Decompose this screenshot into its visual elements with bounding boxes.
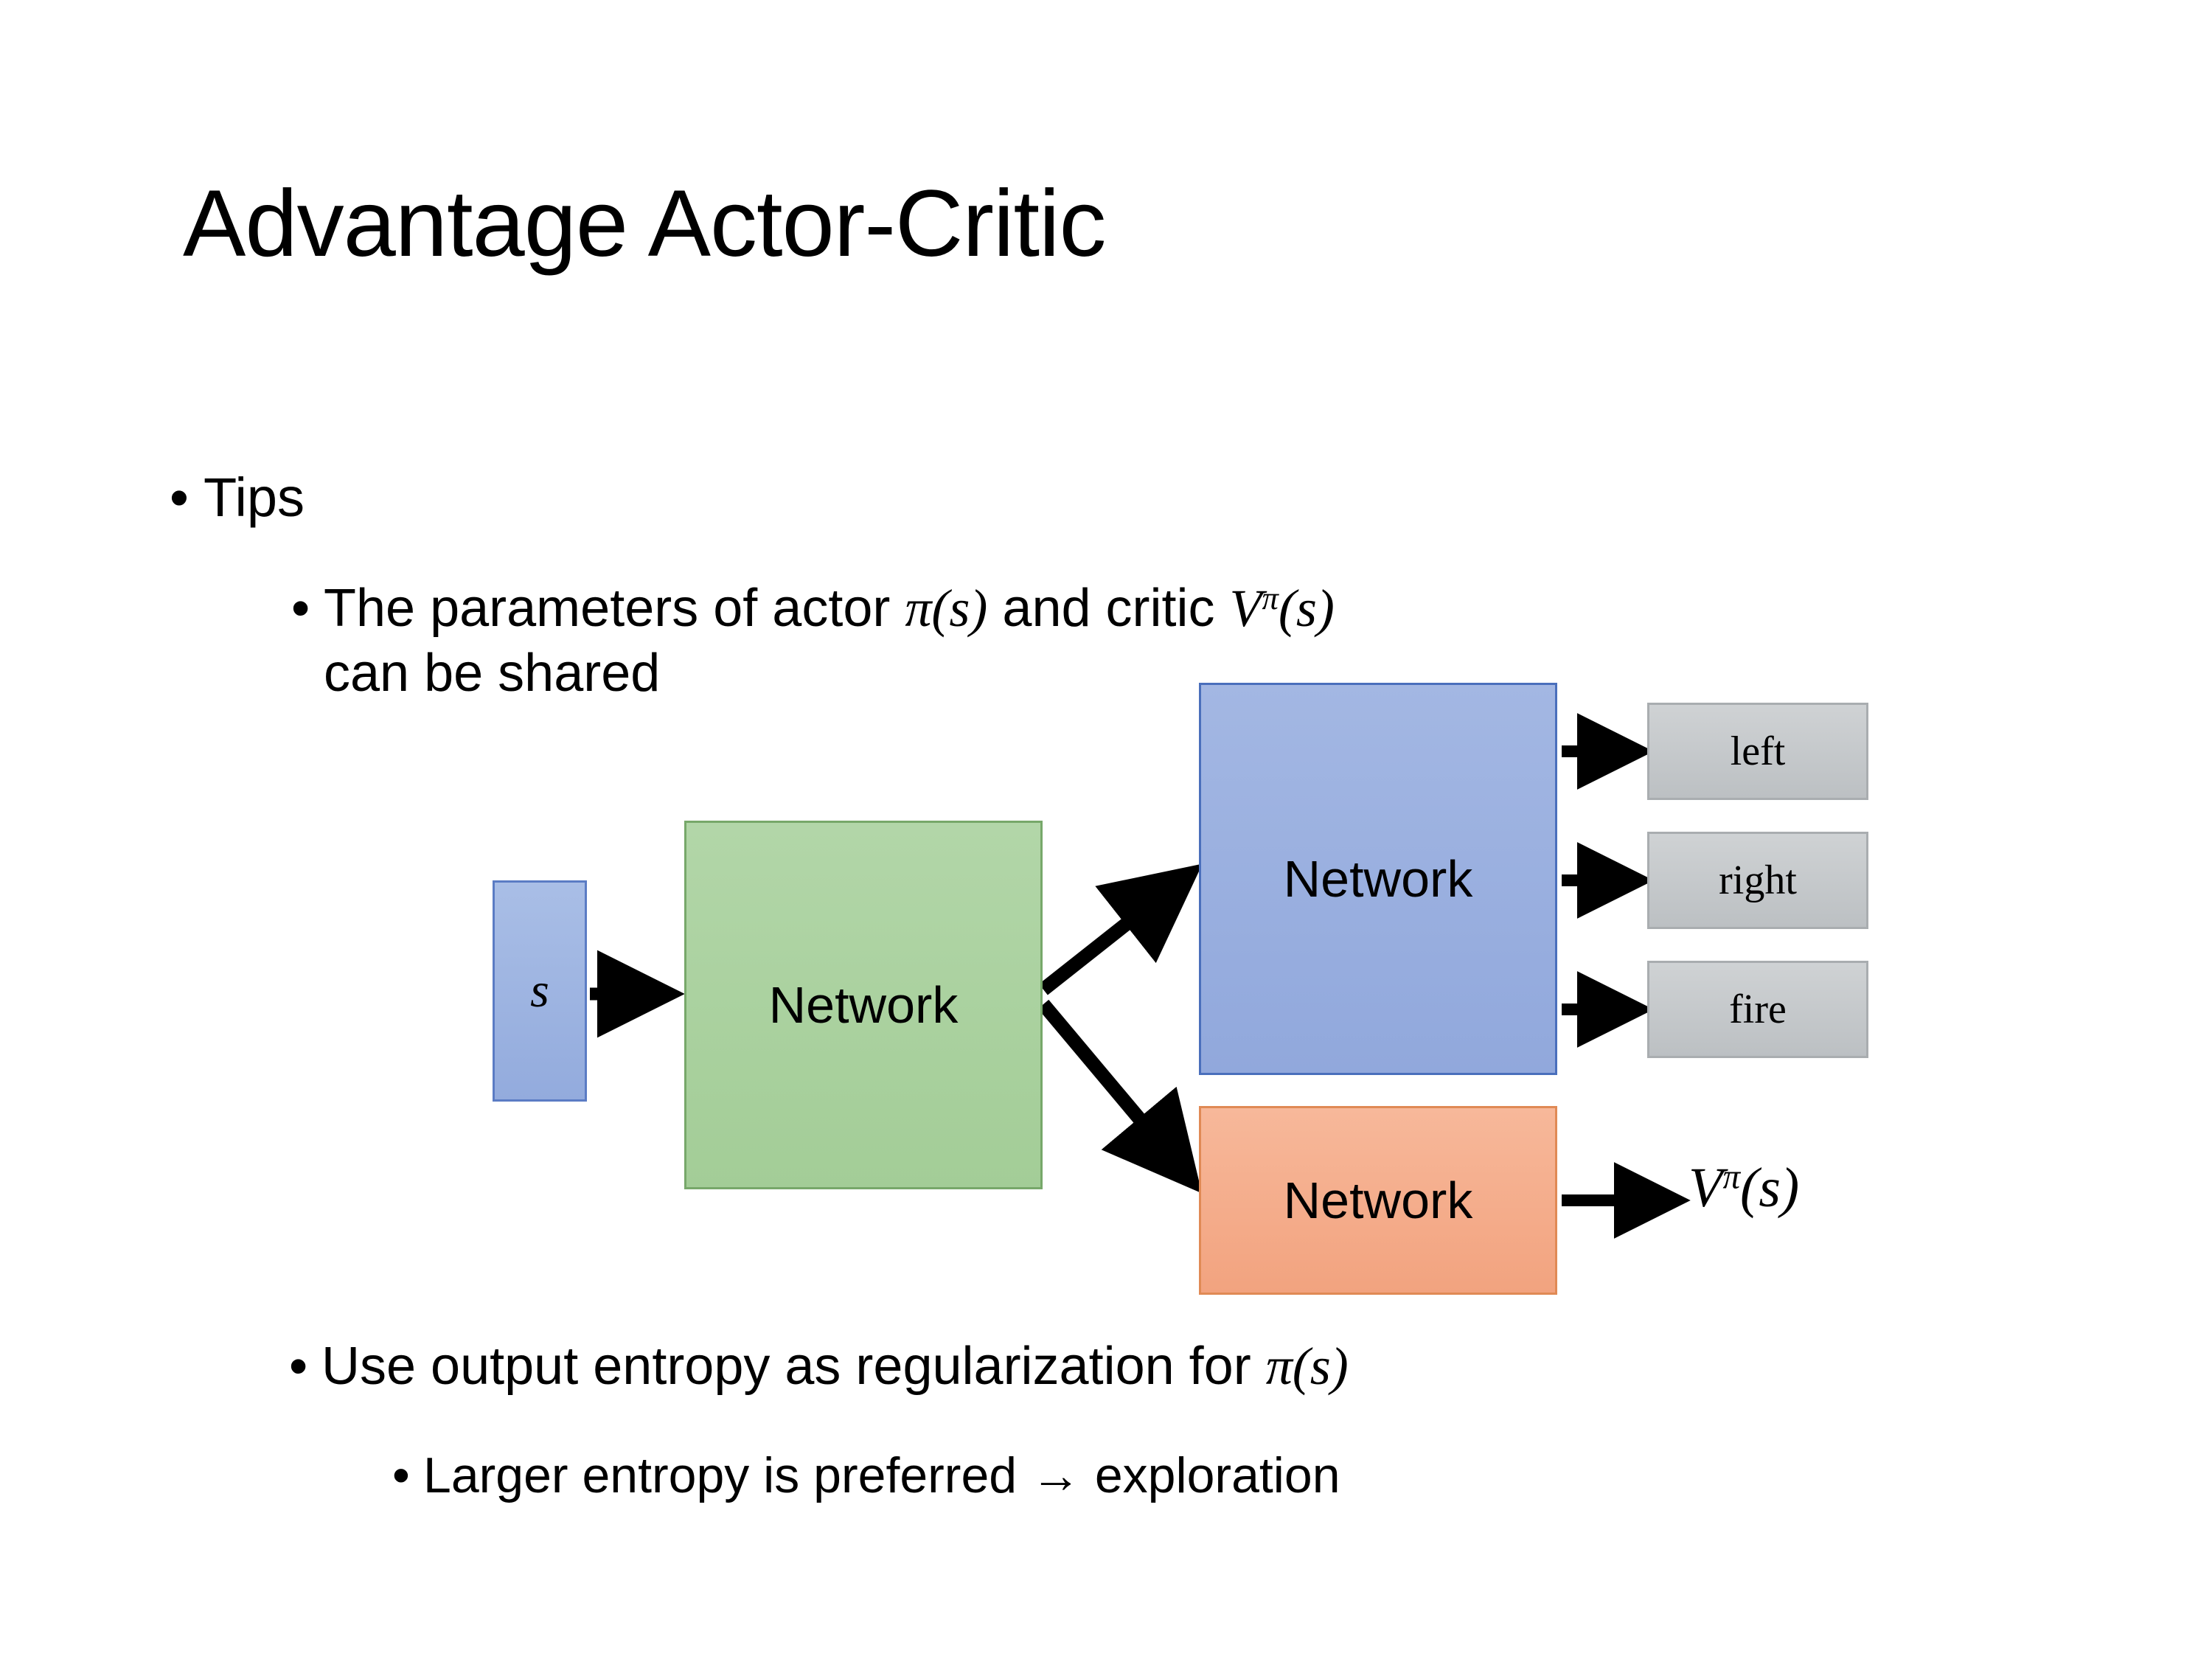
- page-title: Advantage Actor-Critic: [183, 171, 1106, 276]
- bullet-shared-parameters-text: The parameters of actor π(s) and critic …: [324, 577, 1335, 706]
- action-box-fire[interactable]: fire: [1647, 961, 1868, 1058]
- action-box-right[interactable]: right: [1647, 832, 1868, 929]
- bullet-marker-icon: •: [291, 579, 310, 638]
- critic-output-symbol: V: [1688, 1157, 1723, 1219]
- bullet-larger-entropy-label: Larger entropy is preferred → exploratio…: [423, 1447, 1340, 1503]
- critic-output-superscript: π: [1722, 1158, 1741, 1197]
- action-fire-label: fire: [1729, 987, 1787, 1032]
- bullet-marker-icon: •: [289, 1337, 308, 1396]
- action-left-label: left: [1730, 728, 1786, 774]
- critic-output-label: Vπ(s): [1688, 1156, 1799, 1220]
- bullet-tips: • Tips: [170, 465, 305, 531]
- critic-network-label: Network: [1283, 1172, 1473, 1229]
- critic-network-box[interactable]: Network: [1199, 1106, 1557, 1295]
- shared-network-box[interactable]: Network: [684, 821, 1043, 1189]
- math-v-argument: (s): [1278, 579, 1335, 638]
- actor-network-label: Network: [1283, 850, 1473, 908]
- math-pi-of-s: π(s): [905, 579, 988, 638]
- math-v-pi-of-s: Vπ(s): [1230, 579, 1335, 638]
- state-input-box[interactable]: s: [493, 880, 587, 1102]
- text-run-after: can be shared: [324, 643, 661, 703]
- text-run-before: The parameters of actor: [324, 579, 905, 638]
- bullet-entropy-text: Use output entropy as regularization for…: [321, 1335, 1349, 1399]
- shared-network-label: Network: [768, 976, 959, 1034]
- bullet-marker-icon: •: [392, 1447, 410, 1503]
- bullet-tips-label: Tips: [204, 467, 305, 528]
- math-v-symbol: V: [1229, 579, 1262, 638]
- arrow-shared-to-actor: [1039, 863, 1203, 995]
- math-pi-of-s: π(s): [1265, 1337, 1349, 1396]
- text-run-middle: and critic: [987, 579, 1230, 638]
- actor-network-box[interactable]: Network: [1199, 683, 1557, 1075]
- arrow-shared-to-critic: [1037, 999, 1203, 1194]
- action-box-left[interactable]: left: [1647, 703, 1868, 800]
- bullet-entropy-regularization: • Use output entropy as regularization f…: [289, 1335, 2059, 1399]
- math-v-superscript: π: [1262, 579, 1279, 616]
- text-run-before: Use output entropy as regularization for: [321, 1337, 1266, 1396]
- critic-output-argument: (s): [1740, 1157, 1800, 1219]
- state-input-label: s: [530, 964, 549, 1018]
- action-right-label: right: [1719, 858, 1797, 903]
- bullet-shared-parameters: • The parameters of actor π(s) and criti…: [291, 577, 2076, 706]
- bullet-marker-icon: •: [170, 467, 189, 528]
- bullet-larger-entropy: • Larger entropy is preferred → explorat…: [392, 1445, 2088, 1506]
